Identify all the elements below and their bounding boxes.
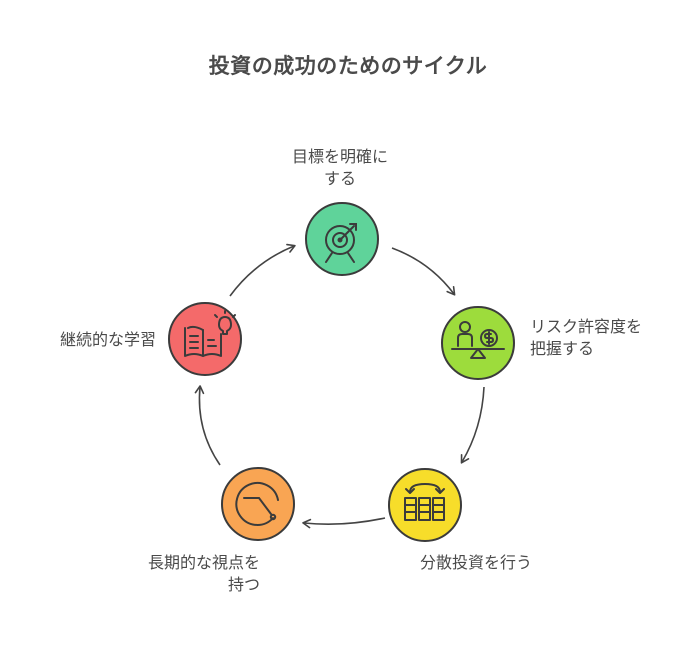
step-label-risk: リスク許容度を 把握する — [530, 317, 643, 358]
diagram-title: 投資の成功のためのサイクル — [208, 54, 488, 78]
step-diversify-node — [388, 468, 462, 542]
diversify-icon — [404, 483, 445, 521]
clock-icon — [235, 481, 279, 526]
balance-scale-icon — [451, 321, 505, 359]
arrow-2-to-3 — [460, 386, 485, 464]
book-idea-icon — [184, 310, 236, 357]
arrow-4-to-5 — [194, 385, 221, 466]
step-learning-node — [168, 302, 242, 376]
step-label-longterm: 長期的な視点を 持つ — [147, 553, 260, 594]
arrow-5-to-1 — [229, 243, 296, 297]
step-label-diversify: 分散投資を行う — [420, 553, 533, 572]
step-risk-node — [441, 306, 515, 380]
step-label-learning: 継続的な学習 — [59, 330, 156, 349]
step-label-target: 目標を明確に する — [291, 147, 388, 188]
target-icon — [325, 223, 357, 263]
step-longterm-node — [221, 467, 295, 541]
arrow-3-to-4 — [302, 517, 386, 529]
step-target-node — [305, 202, 379, 276]
arrow-1-to-2 — [391, 247, 456, 296]
